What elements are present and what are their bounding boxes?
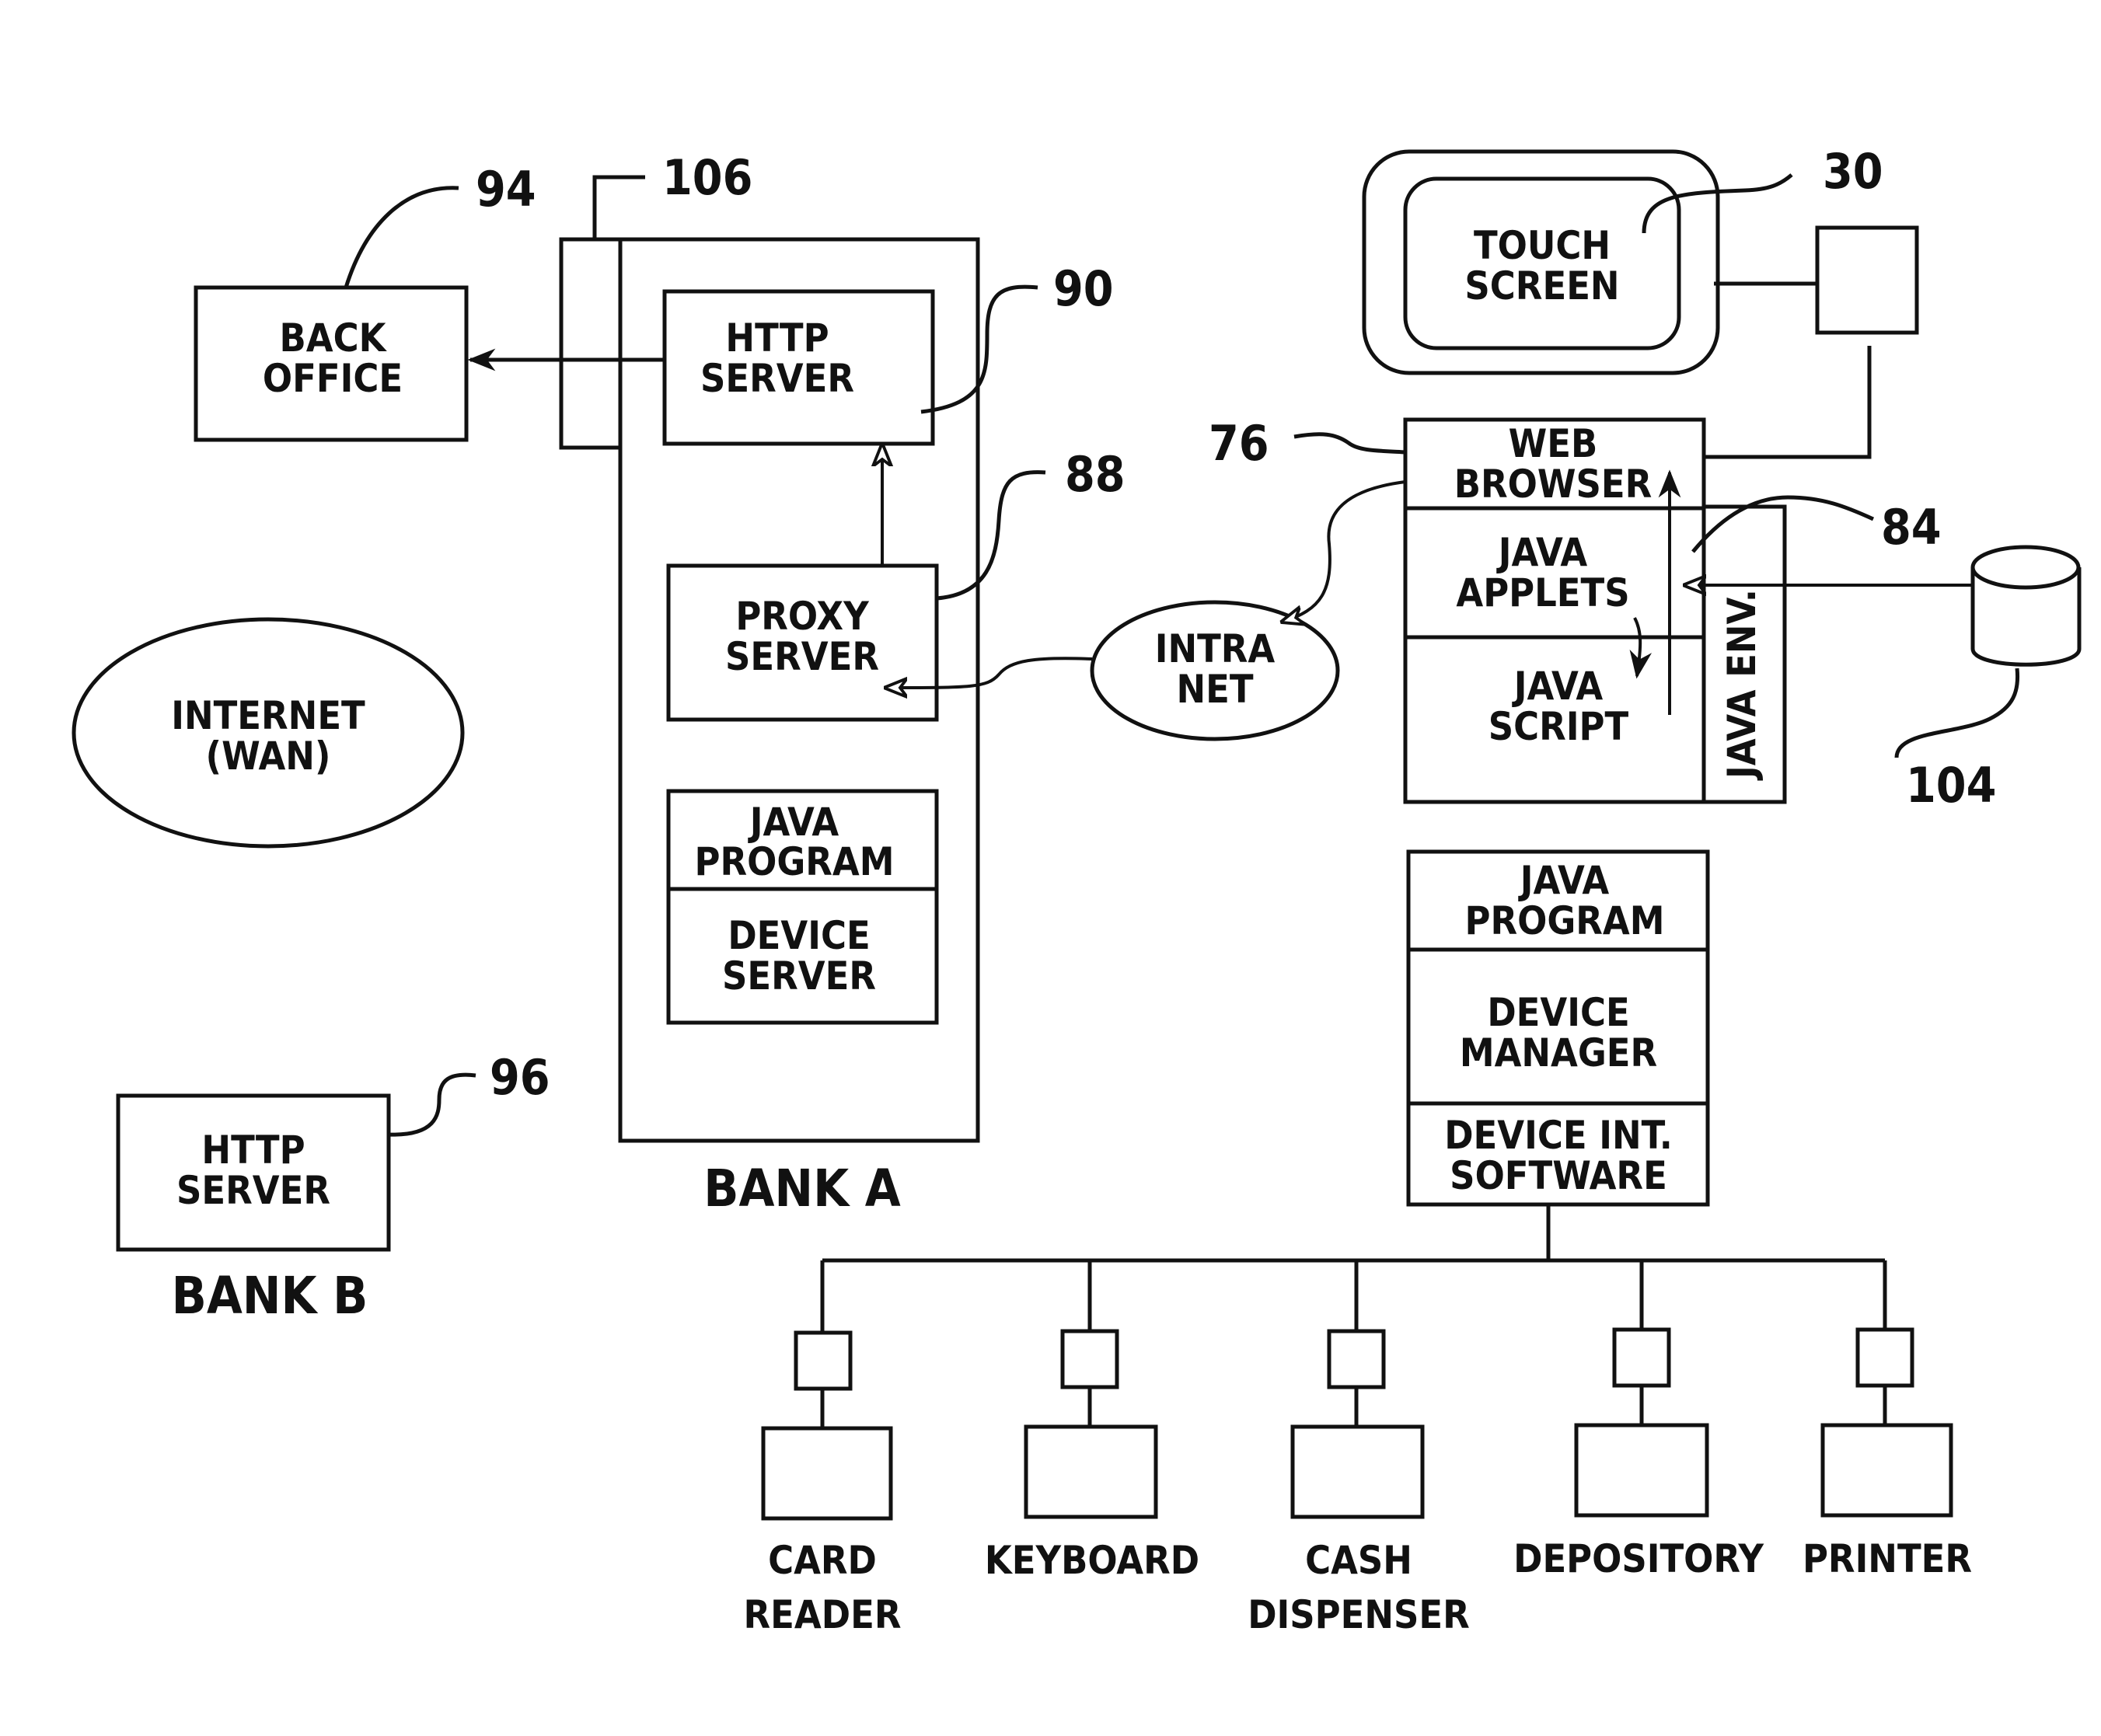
device-server-label-2: SERVER (722, 953, 876, 999)
bank-a-block: 106 BANK A HTTP SERVER 90 PROXY SERVER 8… (561, 149, 1126, 1218)
leader-94 (346, 188, 459, 288)
proxy-server-label-1: PROXY (735, 594, 870, 639)
printer-label: PRINTER (1803, 1536, 1972, 1581)
ref-88: 88 (1065, 446, 1126, 503)
internet-label-1: INTERNET (171, 693, 365, 738)
keyboard-label: KEYBOARD (985, 1538, 1199, 1583)
depository-interface (1614, 1330, 1669, 1386)
bank-a-java-program-label-2: PROGRAM (695, 839, 895, 884)
back-office-label-2: OFFICE (263, 356, 403, 401)
card-reader-interface (796, 1333, 850, 1389)
depository-box (1576, 1425, 1707, 1515)
cash-dispenser-interface (1329, 1331, 1384, 1387)
device-card-reader: CARD READER (744, 1260, 902, 1637)
controller-to-browser (1704, 346, 1869, 457)
bank-b-block: HTTP SERVER BANK B 96 (118, 1049, 550, 1326)
arrow-browser-to-intranet (1283, 482, 1405, 622)
cash-dispenser-label-1: CASH (1305, 1538, 1412, 1583)
bank-a-java-program-label-1: JAVA (748, 800, 839, 845)
printer-box (1823, 1425, 1951, 1515)
interface-106-box (561, 239, 622, 448)
java-env-label: JAVA ENV. (1719, 589, 1764, 781)
device-bus (822, 1204, 1885, 1260)
bank-b-caption: BANK B (172, 1266, 368, 1326)
ref-94: 94 (476, 161, 536, 218)
leader-76 (1294, 434, 1405, 452)
bank-b-http-server-label-2: SERVER (176, 1168, 330, 1213)
keyboard-box (1026, 1427, 1156, 1517)
java-script-label-1: JAVA (1512, 664, 1604, 709)
ref-106: 106 (662, 149, 752, 206)
device-keyboard: KEYBOARD (985, 1260, 1199, 1583)
back-office-label-1: BACK (280, 315, 388, 361)
printer-interface (1858, 1330, 1912, 1386)
leader-106 (595, 177, 645, 239)
leader-96 (389, 1075, 476, 1135)
java-script-label-2: SCRIPT (1488, 704, 1629, 749)
bank-a-http-server-label-2: SERVER (700, 356, 854, 401)
bank-b-http-server-label-1: HTTP (201, 1128, 305, 1173)
device-server-label-1: DEVICE (728, 913, 870, 958)
keyboard-interface (1063, 1331, 1117, 1387)
touch-screen-label-2: SCREEN (1464, 263, 1619, 309)
device-printer: PRINTER (1803, 1260, 1972, 1581)
disk-top (1973, 547, 2078, 587)
card-reader-box (763, 1428, 891, 1518)
card-reader-label-2: READER (744, 1592, 902, 1637)
device-java-program-label-2: PROGRAM (1465, 898, 1665, 943)
device-manager-label-2: MANAGER (1460, 1030, 1657, 1075)
device-stack-block: JAVA PROGRAM DEVICE MANAGER DEVICE INT. … (1408, 852, 1708, 1204)
intranet-label-2: NET (1176, 667, 1253, 712)
ref-104: 104 (1906, 757, 1996, 814)
leader-104 (1897, 668, 2018, 758)
java-applets-label-2: APPLETS (1456, 570, 1629, 615)
device-int-software-label-1: DEVICE INT. (1444, 1113, 1673, 1158)
bank-a-http-server-label-1: HTTP (725, 315, 829, 361)
depository-label: DEPOSITORY (1513, 1536, 1764, 1581)
touch-controller-box (1817, 228, 1917, 333)
intranet-block: INTRA NET (1092, 602, 1338, 739)
web-browser-label-1: WEB (1509, 421, 1598, 466)
terminal-block: JAVA ENV. WEB BROWSER JAVA APPLETS JAVA … (1209, 415, 1942, 802)
intranet-label-1: INTRA (1155, 626, 1276, 671)
proxy-server-label-2: SERVER (725, 634, 879, 679)
touch-screen-block: TOUCH SCREEN 30 (1364, 143, 1917, 457)
ref-84: 84 (1881, 499, 1942, 556)
device-manager-label-1: DEVICE (1487, 990, 1629, 1035)
touch-screen-label-1: TOUCH (1474, 223, 1611, 268)
device-depository: DEPOSITORY (1513, 1260, 1764, 1581)
cash-dispenser-box (1293, 1427, 1422, 1517)
internet-block: INTERNET (WAN) (74, 619, 462, 846)
ref-30: 30 (1823, 143, 1883, 200)
internet-label-2: (WAN) (206, 734, 331, 779)
cash-dispenser-label-2: DISPENSER (1248, 1592, 1470, 1637)
device-java-program-label-1: JAVA (1518, 858, 1610, 903)
back-office-block: BACK OFFICE 94 (196, 161, 536, 440)
ref-90: 90 (1053, 260, 1114, 317)
card-reader-label-1: CARD (768, 1538, 877, 1583)
bank-a-caption: BANK A (703, 1159, 901, 1218)
web-browser-label-2: BROWSER (1454, 462, 1653, 507)
device-int-software-label-2: SOFTWARE (1450, 1153, 1667, 1198)
ref-96: 96 (490, 1049, 550, 1106)
device-cash-dispenser: CASH DISPENSER (1248, 1260, 1470, 1637)
ref-76: 76 (1209, 415, 1269, 472)
java-applets-label-1: JAVA (1496, 530, 1588, 575)
